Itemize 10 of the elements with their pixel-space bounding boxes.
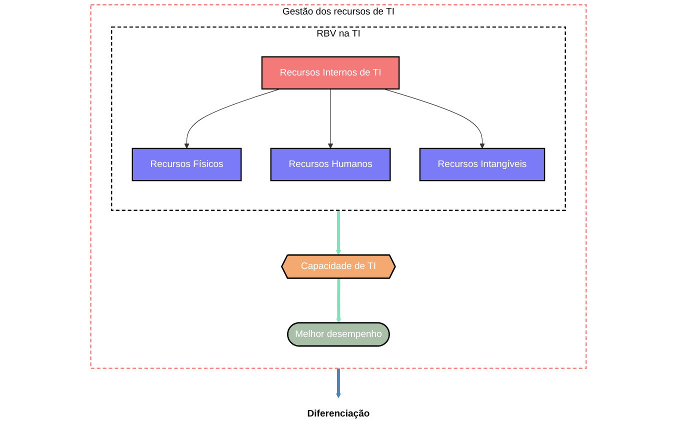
node-text: Diferenciação: [306, 408, 370, 419]
node-box: Recursos Internos de TI: [260, 56, 400, 90]
arrow: [336, 278, 341, 324]
arrow: [335, 368, 341, 398]
arrow: [184, 88, 280, 149]
arrow: [327, 88, 333, 149]
node-box: Recursos Intangíveis: [418, 148, 545, 182]
node-box: Recursos Humanos: [270, 148, 390, 182]
node-box: Recursos Físicos: [131, 148, 242, 182]
arrow: [335, 210, 341, 256]
